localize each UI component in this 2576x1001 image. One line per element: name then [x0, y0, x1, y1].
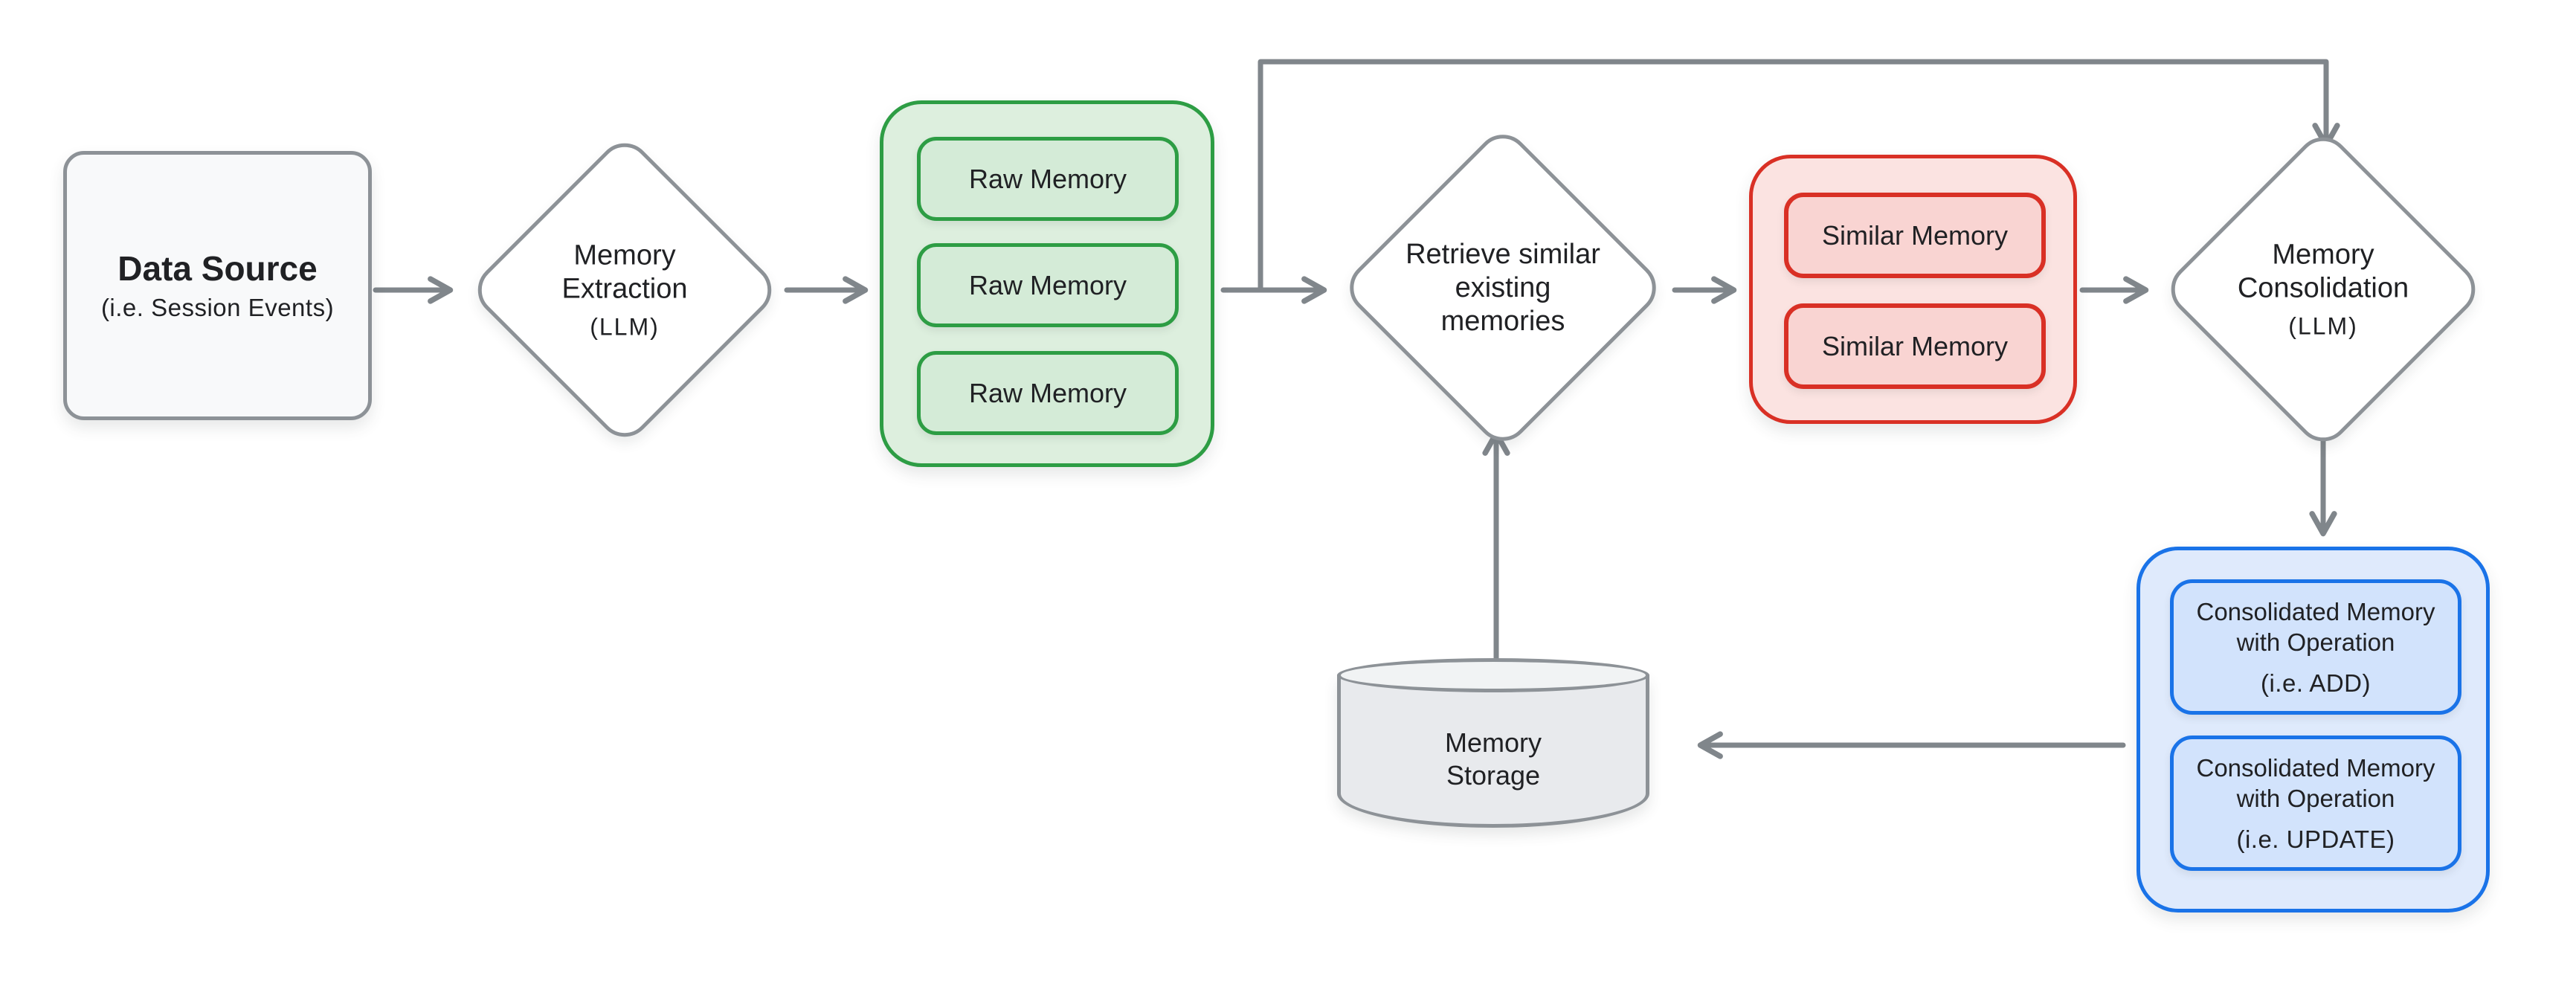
- group-consolidated-memories: Consolidated Memory with Operation (i.e.…: [2137, 547, 2490, 913]
- label-line: Memory: [573, 239, 676, 271]
- consolidated-memory-operation: (i.e. ADD): [2260, 669, 2371, 698]
- label-line: Consolidated Memory: [2196, 597, 2435, 625]
- group-raw-memories: Raw Memory Raw Memory Raw Memory: [880, 100, 1214, 467]
- similar-memory-item: Similar Memory: [1784, 193, 2046, 278]
- node-memory-consolidation: Memory Consolidation (LLM): [2160, 126, 2487, 453]
- label-line: Memory: [1444, 727, 1542, 759]
- consolidated-memory-operation: (i.e. UPDATE): [2236, 825, 2395, 854]
- node-data-source: Data Source (i.e. Session Events): [63, 151, 372, 420]
- label-line: existing: [1455, 271, 1551, 303]
- cylinder-body: Memory Storage: [1337, 675, 1649, 828]
- consolidated-memory-title: Consolidated Memory with Operation: [2197, 596, 2435, 658]
- label-subtitle: (LLM): [2288, 312, 2358, 340]
- raw-memory-label: Raw Memory: [968, 377, 1127, 408]
- label-line: memories: [1440, 305, 1565, 337]
- data-source-title: Data Source: [117, 248, 318, 288]
- raw-memory-label: Raw Memory: [968, 163, 1127, 194]
- label-subtitle: (LLM): [590, 313, 660, 341]
- label-line: with Operation: [2236, 785, 2395, 812]
- retrieve-similar-label: Retrieve similar existing memories: [1339, 238, 1667, 338]
- node-memory-extraction: Memory Extraction (LLM): [466, 132, 783, 448]
- memory-extraction-label: Memory Extraction (LLM): [461, 239, 788, 341]
- label-line: Consolidated Memory: [2196, 753, 2435, 782]
- memory-storage-label: Memory Storage: [1445, 707, 1542, 791]
- label-line: Storage: [1446, 759, 1541, 791]
- node-memory-storage: Memory Storage: [1337, 658, 1649, 828]
- data-source-subtitle: (i.e. Session Events): [100, 294, 335, 322]
- node-retrieve-similar-memories: Retrieve similar existing memories: [1339, 123, 1667, 452]
- label-line: Consolidation: [2237, 272, 2409, 304]
- similar-memory-label: Similar Memory: [1821, 330, 2008, 361]
- label-line: Extraction: [561, 273, 688, 305]
- label-line: Retrieve similar: [1405, 238, 1600, 270]
- consolidated-memory-title: Consolidated Memory with Operation: [2197, 753, 2435, 814]
- raw-memory-label: Raw Memory: [968, 269, 1127, 300]
- raw-memory-item: Raw Memory: [917, 243, 1179, 327]
- raw-memory-item: Raw Memory: [917, 351, 1179, 435]
- group-similar-memories: Similar Memory Similar Memory: [1749, 155, 2077, 424]
- similar-memory-item: Similar Memory: [1784, 303, 2046, 389]
- consolidated-memory-item: Consolidated Memory with Operation (i.e.…: [2170, 579, 2461, 715]
- cylinder-top: [1337, 658, 1649, 692]
- similar-memory-label: Similar Memory: [1821, 219, 2008, 251]
- label-line: with Operation: [2236, 628, 2395, 656]
- memory-consolidation-label: Memory Consolidation (LLM): [2160, 239, 2487, 341]
- label-line: Memory: [2272, 239, 2374, 271]
- consolidated-memory-item: Consolidated Memory with Operation (i.e.…: [2170, 736, 2461, 871]
- raw-memory-item: Raw Memory: [917, 137, 1179, 221]
